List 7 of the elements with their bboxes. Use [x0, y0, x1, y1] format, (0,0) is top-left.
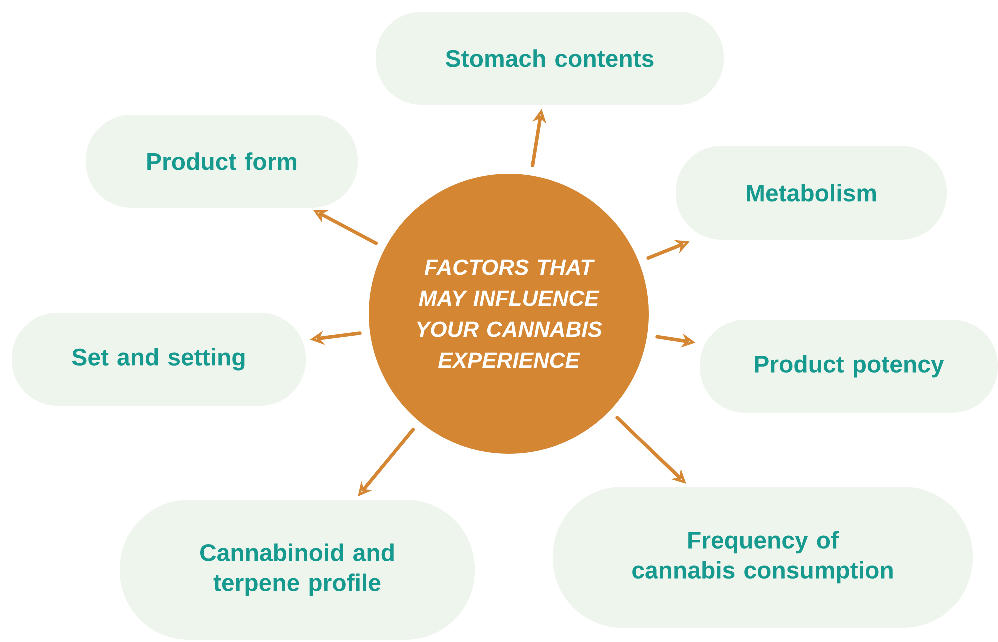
factor-pill: Metabolism [676, 146, 947, 240]
factor-pill: Product potency [700, 320, 998, 413]
factor-pill: Cannabinoid and terpene profile [120, 500, 475, 640]
factor-pill: Stomach contents [376, 12, 724, 105]
factor-pill: Set and setting [12, 313, 306, 406]
factor-pill: Frequency of cannabis consumption [553, 487, 973, 628]
factor-pill: Product form [86, 115, 358, 208]
